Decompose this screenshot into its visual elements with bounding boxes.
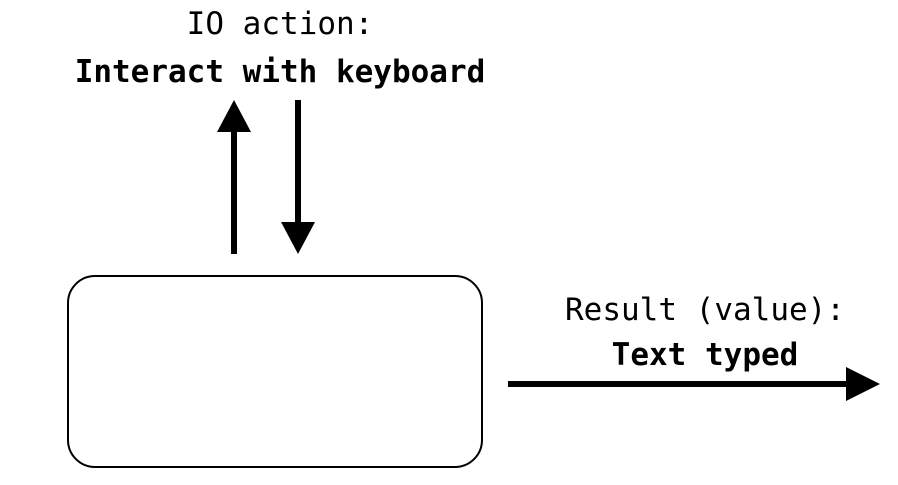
- result-value: Text typed: [611, 337, 799, 373]
- io-action-value: Interact with keyboard: [74, 54, 486, 90]
- process-box: [67, 275, 483, 468]
- result-caption: Result (value):: [565, 292, 845, 328]
- arrow-up-to-io: [217, 100, 251, 254]
- arrow-down-from-io: [281, 100, 315, 254]
- io-action-caption: IO action:: [186, 6, 374, 42]
- arrow-right-result: [508, 367, 880, 401]
